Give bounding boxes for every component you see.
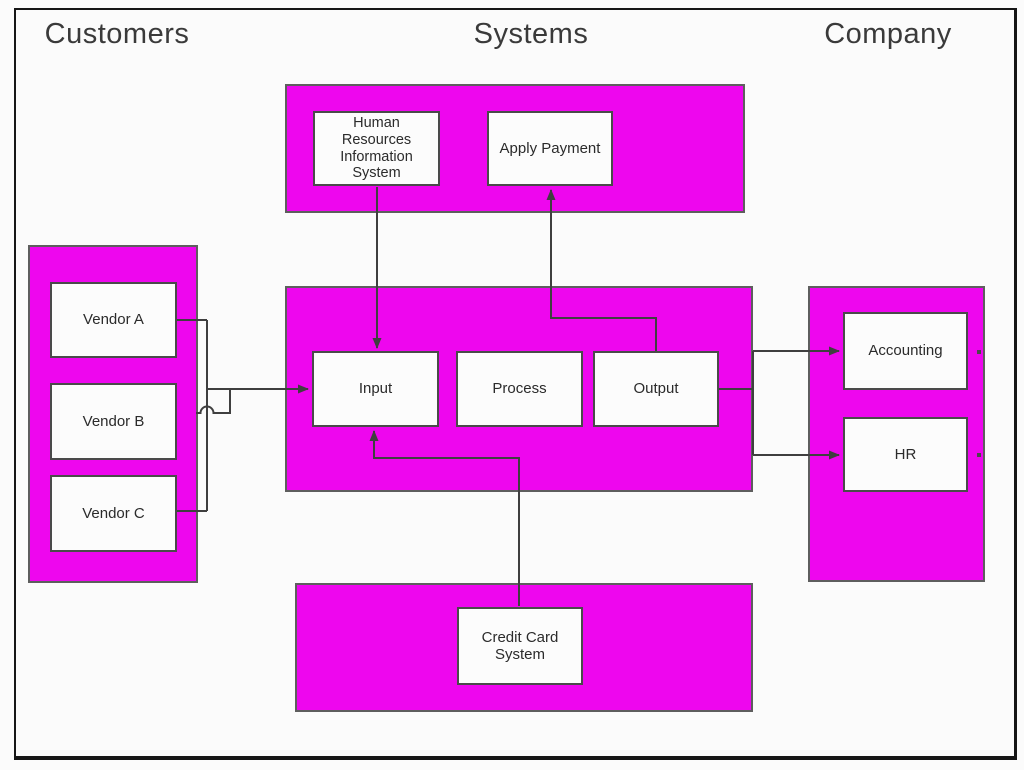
lane-header-systems: Systems bbox=[473, 18, 589, 50]
outer-frame bbox=[14, 8, 1017, 760]
node-apply-payment: Apply Payment bbox=[487, 111, 613, 186]
node-hr: HR bbox=[843, 417, 968, 492]
lane-header-customers: Customers bbox=[44, 18, 190, 50]
node-vendor-b: Vendor B bbox=[50, 383, 177, 460]
lane-header-company: Company bbox=[824, 18, 952, 50]
node-hris: Human Resources Information System bbox=[313, 111, 440, 186]
node-output: Output bbox=[593, 351, 719, 427]
node-vendor-c: Vendor C bbox=[50, 475, 177, 552]
node-vendor-a: Vendor A bbox=[50, 282, 177, 358]
stub-hr bbox=[977, 453, 981, 457]
node-accounting: Accounting bbox=[843, 312, 968, 390]
node-credit-card-system: Credit Card System bbox=[457, 607, 583, 685]
node-process: Process bbox=[456, 351, 583, 427]
stub-accounting bbox=[977, 350, 981, 354]
node-input: Input bbox=[312, 351, 439, 427]
